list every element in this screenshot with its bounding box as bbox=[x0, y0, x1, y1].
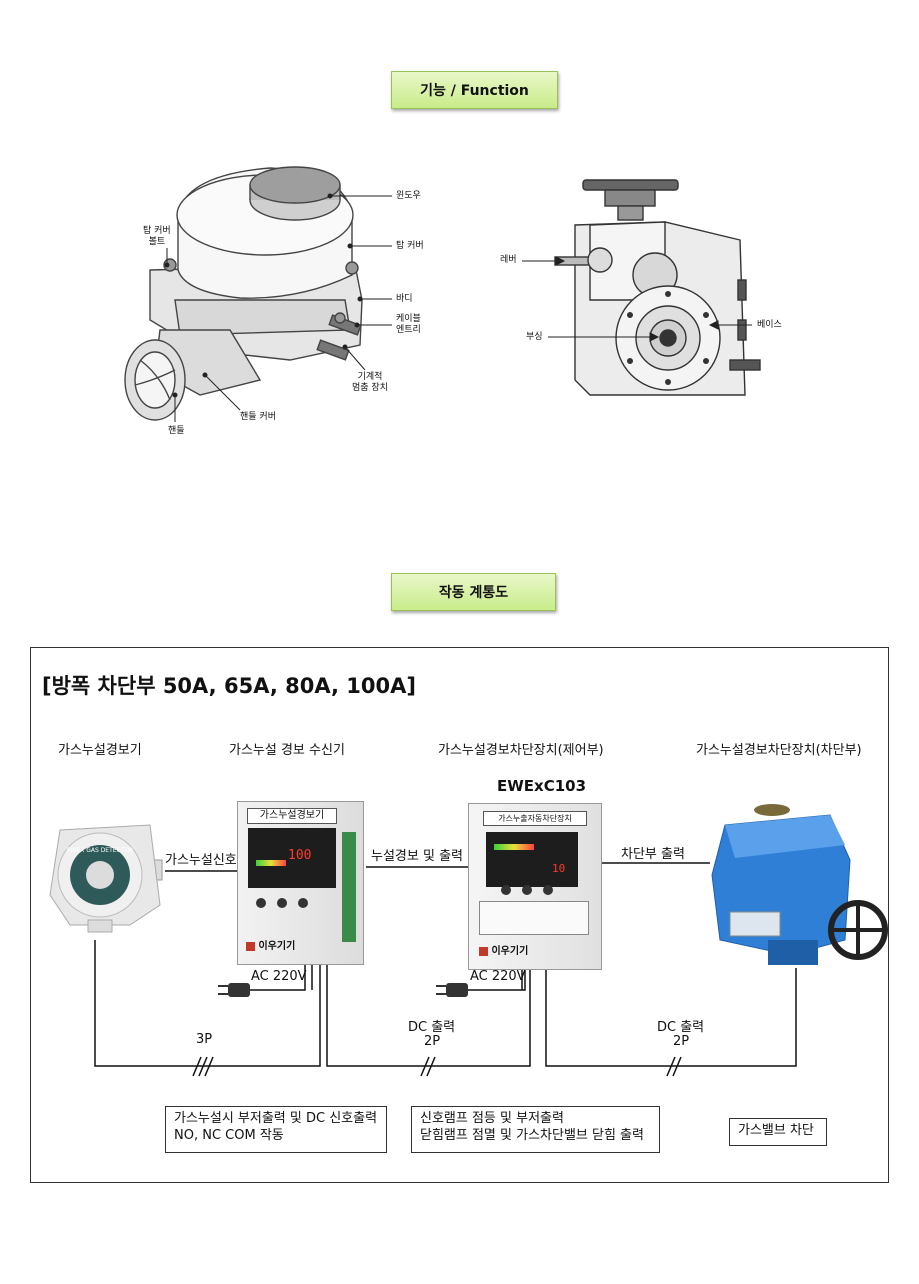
device-label-receiver: 가스누설 경보 수신기 bbox=[229, 743, 345, 758]
controller-button-2 bbox=[522, 885, 533, 895]
device-label-controller: 가스누설경보차단장치(제어부) bbox=[438, 743, 604, 758]
label-body: 바디 bbox=[396, 294, 413, 304]
label-base: 베이스 bbox=[757, 320, 782, 330]
receiver-brand: 이우기기 bbox=[246, 937, 295, 952]
receiver-panel-title: 가스누설경보기 bbox=[247, 808, 337, 824]
note-receiver-line2: NO, NC COM 작동 bbox=[174, 1128, 284, 1143]
wire-3p: 3P bbox=[196, 1032, 213, 1047]
controller-warning-sticker bbox=[479, 901, 589, 935]
function-title-text: 기능 / Function bbox=[420, 83, 529, 99]
label-handle: 핸들 bbox=[168, 426, 185, 436]
receiver-display-digits: 100 bbox=[288, 848, 312, 863]
wire-dc-2: DC 출력 bbox=[657, 1020, 705, 1035]
controller-display-digits: 10 bbox=[552, 862, 566, 875]
label-handle-cover: 핸들 커버 bbox=[240, 412, 276, 422]
signal-alarm-output: 누설경보 및 출력 bbox=[371, 849, 463, 864]
controller-brand: 이우기기 bbox=[479, 942, 528, 957]
label-window: 윈도우 bbox=[396, 191, 421, 201]
controller-led-arc bbox=[494, 844, 534, 850]
signal-shutoff-output: 차단부 출력 bbox=[621, 847, 685, 862]
note-actuator: 가스밸브 차단 bbox=[729, 1118, 827, 1146]
label-top-cover-bolt: 탑 커버 볼트 bbox=[143, 226, 171, 247]
receiver-logo-icon bbox=[246, 941, 255, 951]
power-ac-2: AC 220V bbox=[470, 969, 526, 984]
system-title: 작동 계통도 bbox=[391, 573, 556, 611]
system-heading: [방폭 차단부 50A, 65A, 80A, 100A] bbox=[42, 674, 416, 698]
receiver-brand-text: 이우기기 bbox=[258, 941, 296, 952]
note-controller-line2: 닫힘램프 점멸 및 가스차단밸브 닫힘 출력 bbox=[420, 1128, 644, 1143]
power-ac-1: AC 220V bbox=[251, 969, 307, 984]
device-label-actuator: 가스누설경보차단장치(차단부) bbox=[696, 743, 862, 758]
note-actuator-text: 가스밸브 차단 bbox=[738, 1123, 814, 1138]
receiver-side-label bbox=[342, 832, 356, 942]
controller-logo-icon bbox=[479, 946, 488, 956]
label-mechanical-stop: 기계적 멈춤 장치 bbox=[352, 372, 388, 393]
label-cable-entry: 케이블 엔트리 bbox=[396, 314, 421, 335]
wire-dc-1: DC 출력 bbox=[408, 1020, 456, 1035]
signal-leak: 가스누설신호 bbox=[165, 853, 237, 868]
receiver-panel: 가스누설경보기 100 이우기기 bbox=[237, 801, 364, 965]
controller-model: EWExC103 bbox=[497, 777, 587, 795]
device-label-detector: 가스누설경보기 bbox=[58, 743, 142, 758]
function-title: 기능 / Function bbox=[391, 71, 558, 109]
receiver-button-1 bbox=[256, 898, 266, 908]
note-receiver: 가스누설시 부저출력 및 DC 신호출력 NO, NC COM 작동 bbox=[165, 1106, 387, 1153]
note-receiver-line1: 가스누설시 부저출력 및 DC 신호출력 bbox=[174, 1111, 378, 1126]
receiver-buttons bbox=[256, 893, 309, 912]
controller-button-1 bbox=[501, 885, 511, 895]
controller-button-3 bbox=[543, 885, 554, 895]
wire-dc-1-2p: 2P bbox=[424, 1034, 441, 1049]
note-controller: 신호램프 점등 및 부저출력 닫힘램프 점멸 및 가스차단밸브 닫힘 출력 bbox=[411, 1106, 660, 1153]
controller-panel-title: 가스누출자동차단장치 bbox=[483, 811, 587, 826]
receiver-led-arc bbox=[256, 860, 286, 866]
controller-display: 10 bbox=[486, 832, 578, 887]
note-controller-line1: 신호램프 점등 및 부저출력 bbox=[420, 1111, 564, 1126]
controller-buttons bbox=[501, 880, 554, 899]
label-bushing: 부싱 bbox=[526, 332, 543, 342]
label-lever: 레버 bbox=[500, 255, 517, 265]
receiver-display: 100 bbox=[248, 828, 336, 888]
detector-face-text: EWEX GAS DETECTOR bbox=[67, 847, 134, 854]
controller-brand-text: 이우기기 bbox=[491, 946, 529, 957]
system-title-text: 작동 계통도 bbox=[438, 585, 509, 601]
system-diagram-frame bbox=[30, 647, 889, 1183]
receiver-button-3 bbox=[298, 898, 309, 908]
label-top-cover: 탑 커버 bbox=[396, 241, 424, 251]
controller-panel: 가스누출자동차단장치 10 이우기기 bbox=[468, 803, 602, 970]
receiver-button-2 bbox=[277, 898, 288, 908]
wire-dc-2-2p: 2P bbox=[673, 1034, 690, 1049]
